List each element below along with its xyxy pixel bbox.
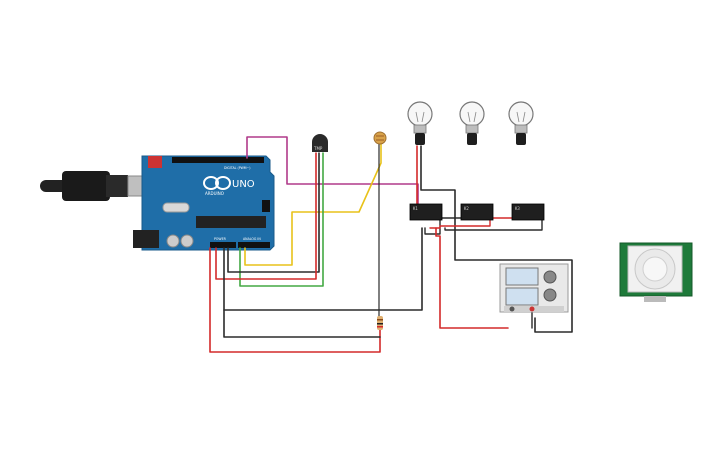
- bulbs: [407, 101, 534, 145]
- bulb-2[interactable]: [459, 101, 485, 145]
- analog-header[interactable]: [238, 242, 270, 248]
- arduino-logo: [203, 176, 231, 190]
- display-bottom: [505, 287, 539, 306]
- relay-label: K2: [464, 206, 469, 211]
- temperature-sensor[interactable]: TMP: [312, 134, 328, 152]
- wires: [209, 136, 573, 353]
- knob-top[interactable]: [543, 270, 557, 284]
- brand-label: ARDUINO: [205, 191, 224, 196]
- terminal-positive[interactable]: [529, 306, 535, 312]
- model-label: UNO: [232, 179, 255, 190]
- relay-1[interactable]: K1: [409, 203, 443, 221]
- power-label: POWER: [214, 237, 227, 241]
- relay-label: K3: [515, 206, 520, 211]
- knob-bottom[interactable]: [543, 288, 557, 302]
- pir-sensor[interactable]: [619, 242, 693, 302]
- terminal-negative[interactable]: [509, 306, 515, 312]
- relays: K1 K2 K3: [409, 203, 545, 221]
- sensor-label: TMP: [313, 146, 323, 151]
- bulb-3[interactable]: [508, 101, 534, 145]
- light-sensor[interactable]: [373, 131, 387, 145]
- resistor[interactable]: [377, 316, 383, 330]
- relay-2[interactable]: K2: [460, 203, 494, 221]
- bulb-1[interactable]: [407, 101, 433, 145]
- digital-header[interactable]: [172, 157, 264, 163]
- power-jack: [133, 230, 159, 248]
- analog-label: ANALOG IN: [243, 237, 261, 241]
- relay-label: K1: [413, 206, 418, 211]
- digital-label: DIGITAL (PWM~): [224, 166, 250, 170]
- power-header[interactable]: [210, 242, 236, 248]
- display-top: [505, 267, 539, 286]
- relay-3[interactable]: K3: [511, 203, 545, 221]
- atmega-chip: [196, 216, 266, 228]
- arduino-board[interactable]: UNO ARDUINO DIGITAL (PWM~) POWER ANALOG …: [133, 155, 275, 251]
- power-supply[interactable]: [499, 263, 569, 313]
- reset-button[interactable]: [148, 156, 162, 168]
